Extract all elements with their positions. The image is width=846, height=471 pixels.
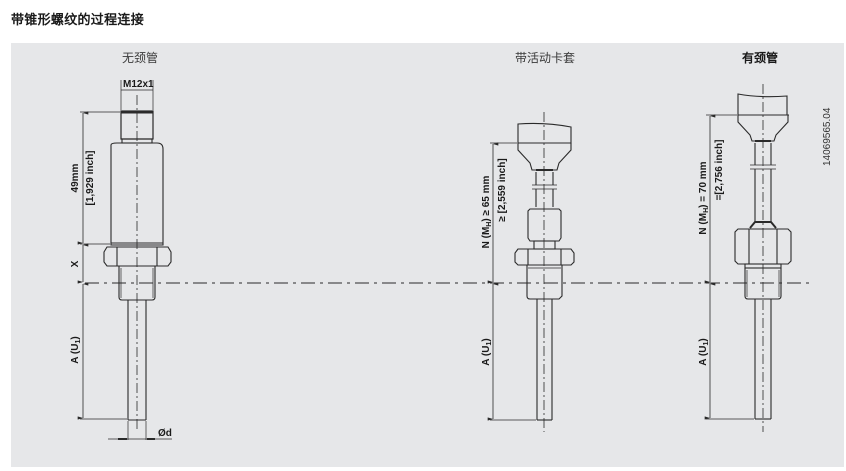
a-dimension-label-3: A (U1) [698,338,710,365]
sensor-without-neck [77,80,172,440]
column-label-without-neck: 无颈管 [121,51,159,65]
diameter-label: Ød [158,428,172,439]
length-mm-label: 49mm [70,163,81,192]
sensor-with-sliding-ferrule [487,112,575,432]
column-label-sliding-ferrule: 带活动卡套 [514,51,576,65]
column-label-with-neck: 有颈管 [741,51,779,65]
a-dimension-label-1: A (U1) [70,336,82,363]
thread-size-label: M12x1 [123,79,154,90]
n-neck-mm-label: N (MH) = 70 mm [698,161,710,234]
x-dimension-label: X [70,260,81,267]
n-neck-inch-label: =[2,756 inch] [714,140,725,201]
page-title: 带锥形螺纹的过程连接 [11,13,145,28]
sensor-with-neck [704,84,792,432]
n-ferrule-mm-label: N (MH) ≥ 65 mm [481,175,493,248]
n-ferrule-inch-label: ≥ [2,559 inch] [497,158,508,221]
a-dimension-label-2: A (U1) [481,338,493,365]
length-inch-label: [1,929 inch] [85,150,96,205]
